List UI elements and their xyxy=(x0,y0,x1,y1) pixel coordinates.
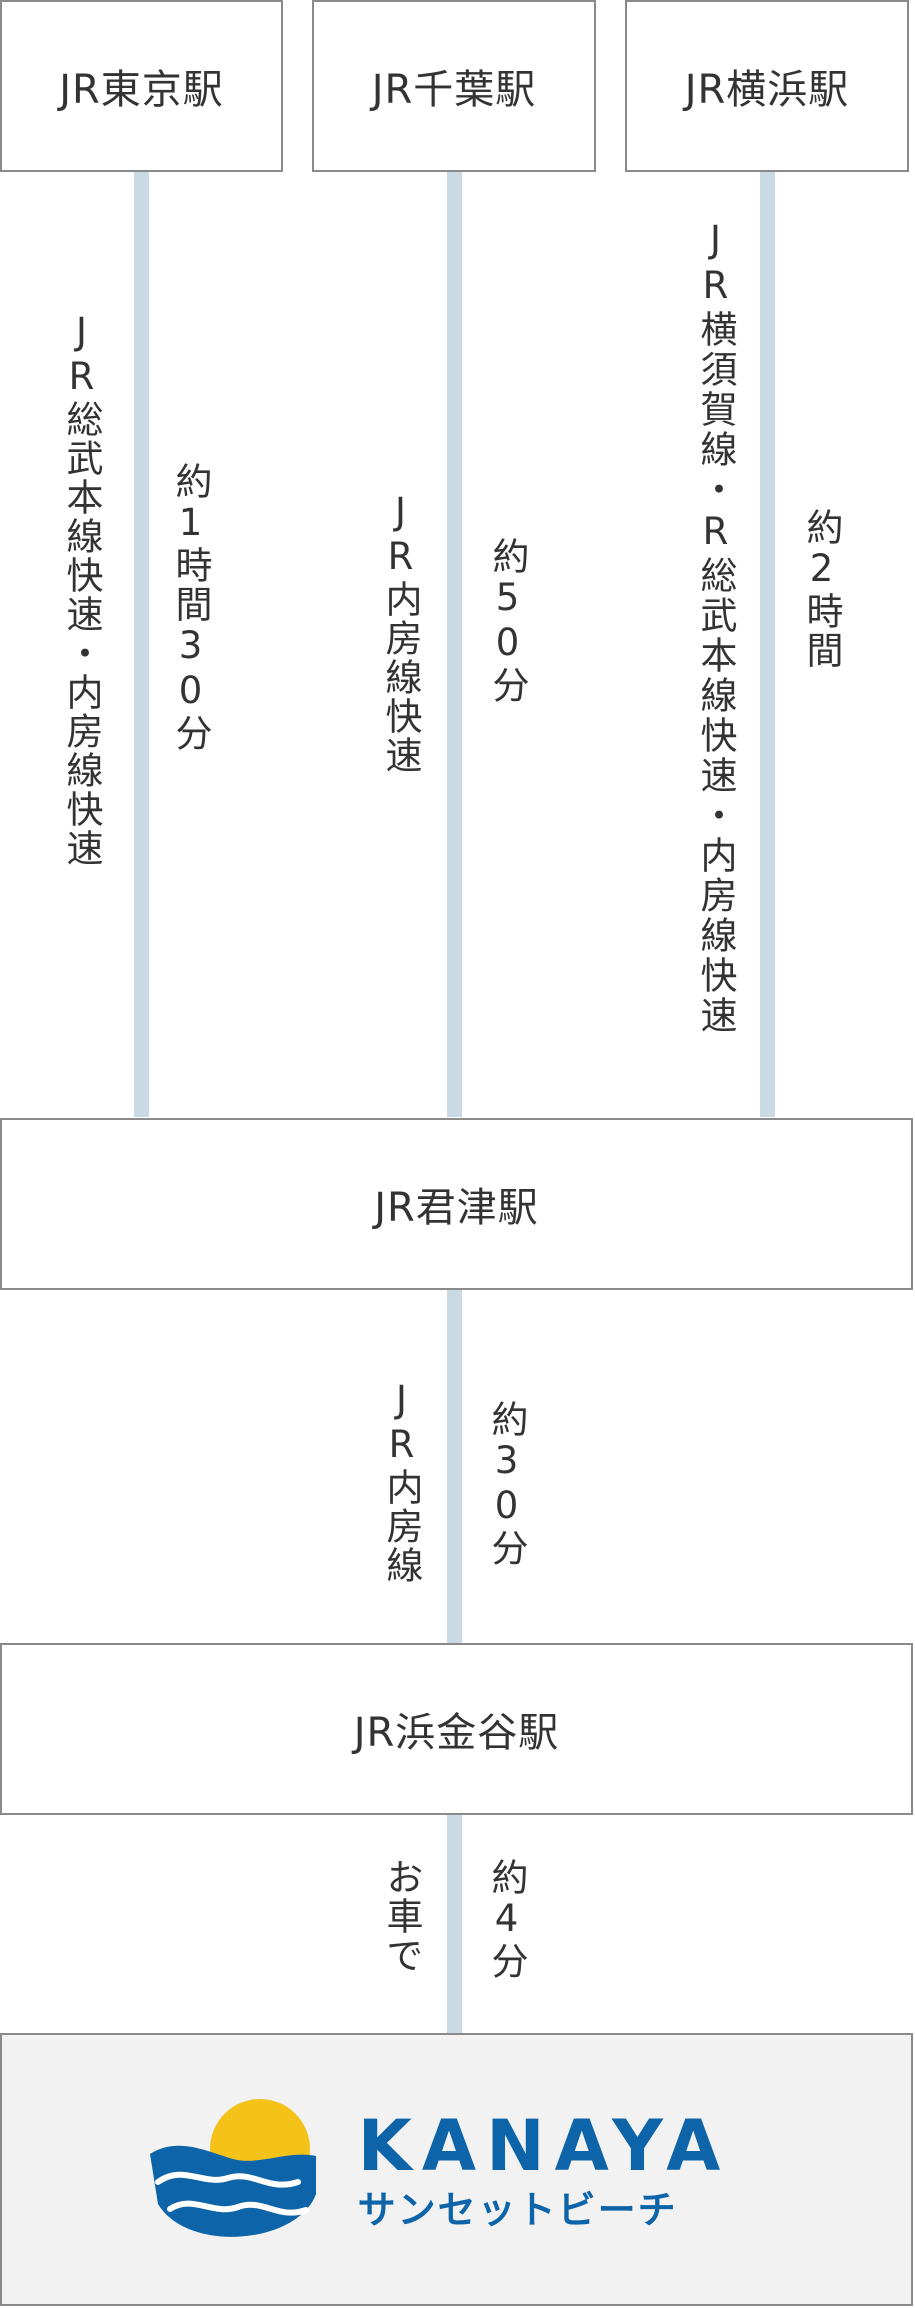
route-line-tokyo xyxy=(134,172,149,1117)
route-tokyo-time-label: 約1時間30分 xyxy=(169,462,212,753)
brand-subtitle: サンセットビーチ xyxy=(357,2187,678,2232)
route-yokohama-line-label: JR横須賀線・R総武本線快速・内房線快速 xyxy=(694,218,737,1036)
route-chiba-line-label: JR内房線快速 xyxy=(379,490,422,775)
route-yokohama-time-label: 約2時間 xyxy=(800,508,843,670)
route-line-car xyxy=(447,1815,462,2033)
route-line-chiba xyxy=(447,172,462,1117)
sun-wave-logo-icon xyxy=(149,2098,316,2237)
station-kimitsu: JR君津駅 xyxy=(0,1118,913,1290)
station-hamakanaya: JR浜金谷駅 xyxy=(0,1643,913,1815)
route-line-yokohama xyxy=(760,172,775,1117)
station-chiba-label: JR千葉駅 xyxy=(371,67,537,113)
station-chiba: JR千葉駅 xyxy=(312,0,596,172)
station-tokyo: JR東京駅 xyxy=(0,0,283,172)
brand-name: KANAYA xyxy=(357,2104,731,2187)
brand-text: KANAYA サンセットビーチ xyxy=(358,2111,731,2229)
route-kimitsu-time-label: 約30分 xyxy=(485,1400,528,1568)
station-tokyo-label: JR東京駅 xyxy=(59,67,224,113)
route-kimitsu-line-label: JR内房線 xyxy=(380,1378,423,1585)
station-yokohama-label: JR横浜駅 xyxy=(684,67,850,113)
station-hamakanaya-label: JR浜金谷駅 xyxy=(353,1710,560,1756)
route-chiba-time-label: 約50分 xyxy=(486,537,529,705)
route-tokyo-line-label: JR総武本線快速・内房線快速 xyxy=(60,310,103,868)
station-kimitsu-label: JR君津駅 xyxy=(374,1185,539,1231)
route-car-time-label: 約4分 xyxy=(485,1858,528,1981)
kanaya-logo: KANAYA サンセットビーチ xyxy=(148,2094,731,2246)
station-yokohama: JR横浜駅 xyxy=(625,0,909,172)
route-car-line-label: お車で xyxy=(380,1858,423,1975)
destination-kanaya-sunset-beach: KANAYA サンセットビーチ xyxy=(0,2033,913,2306)
route-line-kimitsu xyxy=(447,1290,462,1645)
